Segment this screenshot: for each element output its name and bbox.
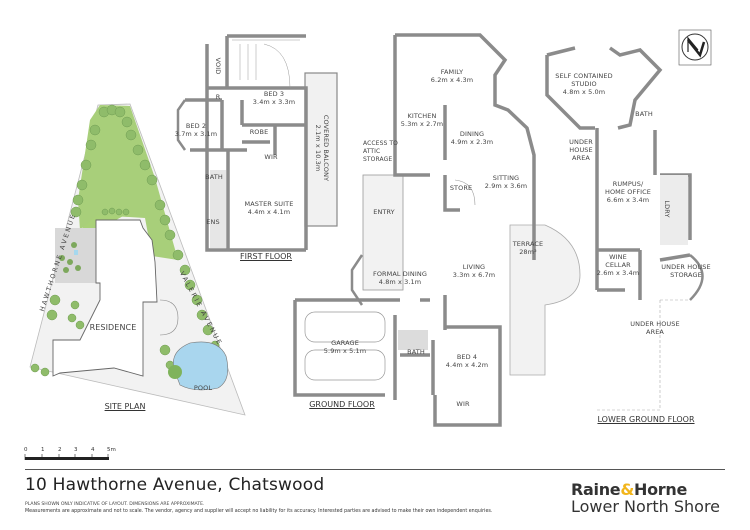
scale-tick-label: 0 — [24, 447, 28, 453]
agency-ampersand: & — [620, 480, 635, 499]
room-wir-ground: WIR — [456, 400, 470, 408]
first-floor-drawing — [176, 34, 338, 252]
site-plan-title: SITE PLAN — [104, 402, 146, 411]
first-floor-title: FIRST FLOOR — [240, 252, 292, 261]
room-bath-ground: BATH — [407, 348, 425, 356]
residence-label: RESIDENCE — [89, 323, 137, 332]
room-void: VOID — [214, 57, 222, 75]
scale-bar — [24, 454, 109, 460]
agency-name-part1: Raine — [571, 480, 621, 499]
disclaimer-short: PLANS SHOWN ONLY INDICATIVE OF LAYOUT. D… — [25, 502, 205, 507]
room-entry: ENTRY — [373, 208, 395, 216]
disclaimer-long: Measurements are approximate and not to … — [25, 509, 493, 514]
room-ens: ENS — [206, 218, 220, 226]
footer-divider — [25, 469, 725, 470]
agency-logo: Raine&Horne — [571, 480, 687, 499]
lower-ground-drawing — [545, 46, 704, 411]
agency-name-part2: Horne — [634, 480, 688, 499]
site-plan-drawing — [29, 103, 246, 416]
room-bath: BATH — [205, 173, 223, 181]
scale-tick-label: 1 — [41, 447, 45, 453]
room-store: STORE — [449, 184, 473, 192]
pool-label: POOL — [193, 384, 213, 392]
agency-office: Lower North Shore — [571, 497, 721, 516]
north-arrow-icon — [678, 29, 712, 66]
property-address: 10 Hawthorne Avenue, Chatswood — [25, 475, 325, 495]
room-wir: WIR — [264, 153, 278, 161]
ground-floor-drawing — [293, 33, 581, 427]
scale-tick-label: 5m — [107, 447, 116, 453]
room-robe: ROBE — [249, 128, 269, 136]
ground-floor-title: GROUND FLOOR — [309, 400, 375, 409]
scale-tick-label: 4 — [91, 447, 95, 453]
scale-tick-label: 2 — [58, 447, 62, 453]
room-r: R — [215, 93, 221, 101]
room-laundry: LDRY — [663, 200, 671, 218]
room-bath-lower: BATH — [635, 110, 653, 118]
scale-tick-label: 3 — [74, 447, 78, 453]
attic-access-note: ACCESS TO ATTIC STORAGE — [363, 140, 398, 163]
lower-ground-floor-title: LOWER GROUND FLOOR — [597, 415, 695, 424]
